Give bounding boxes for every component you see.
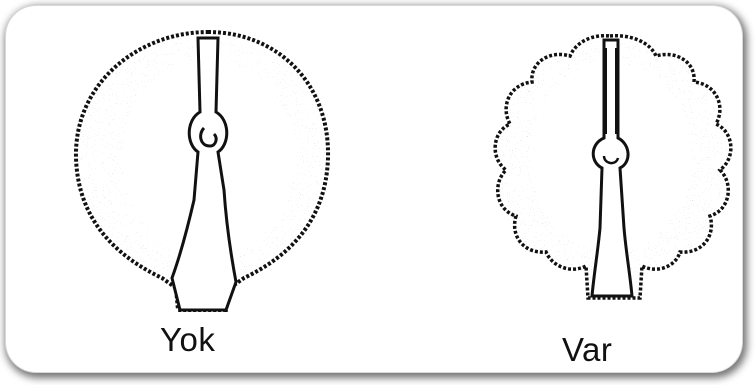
label-var: Var [562, 331, 612, 369]
smooth-seed-icon [58, 20, 358, 320]
label-yok: Yok [160, 321, 215, 359]
lobed-seed-icon [480, 28, 742, 308]
figure-frame: Yok Var [6, 6, 742, 372]
